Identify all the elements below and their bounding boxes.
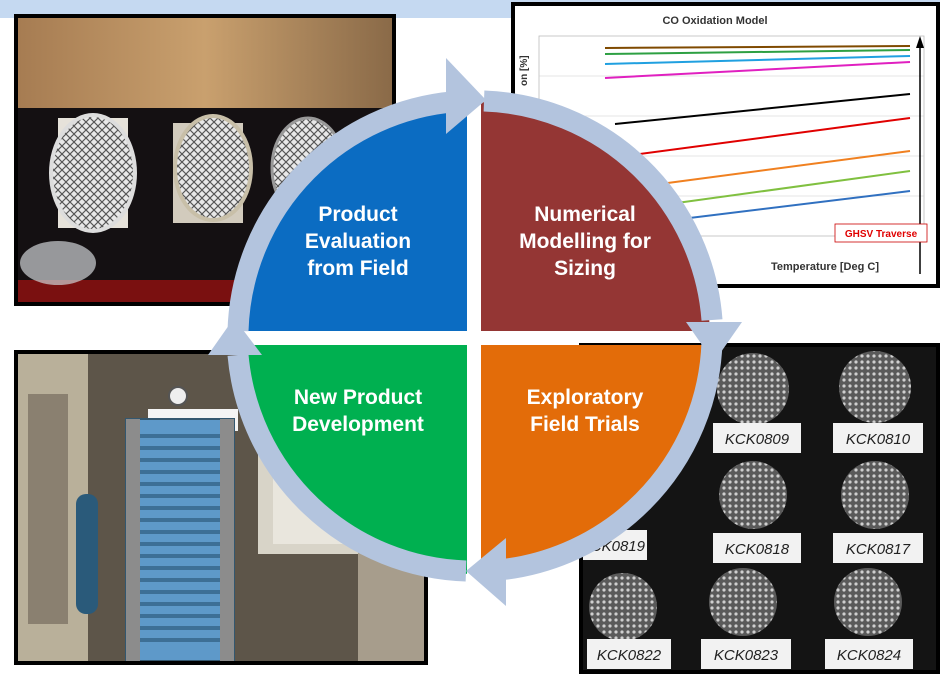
cycle-arrowheads (208, 58, 742, 606)
sample-disc (841, 461, 909, 529)
sample-label-card: KCK0817 (833, 533, 923, 563)
sample-label-card: KCK0809 (713, 423, 801, 453)
sample-label: KCK0822 (597, 647, 662, 664)
cycle-ring (227, 90, 723, 582)
label-new-product-development: New Product Development (292, 386, 424, 436)
ring-arc-top-left (227, 90, 467, 332)
sample-label: KCK0810 (846, 431, 911, 448)
sample-label-card: KCK0818 (713, 533, 801, 563)
label-product-evaluation: Product Evaluation from Field (304, 203, 412, 280)
label-exploratory-field-trials: Exploratory Field Trials (526, 386, 644, 436)
honeycomb-core (173, 114, 253, 223)
sample-label: KCK0809 (725, 431, 790, 448)
sample-label-card: KCK0824 (825, 639, 913, 669)
sample-label-card: KCK0810 (833, 423, 923, 453)
sample-label-card: KCK0823 (701, 639, 791, 669)
sample-disc (839, 351, 911, 423)
arrowhead-up-icon (208, 318, 262, 355)
arrowhead-down-icon (686, 322, 742, 362)
sample-label: KCK0824 (837, 647, 901, 664)
chart-xlabel: Temperature [Deg C] (771, 261, 879, 273)
arrowhead-right-icon (446, 58, 486, 134)
sample-label: KCK0817 (846, 541, 911, 558)
sample-label: KCK0823 (714, 647, 779, 664)
ring-arc-bottom-left (227, 354, 467, 582)
sample-disc (589, 573, 657, 641)
sample-disc (717, 353, 789, 425)
chart-annotation: GHSV Traverse (845, 229, 918, 240)
ring-arc-top-right (483, 90, 723, 321)
label-numerical-modelling: Numerical Modelling for Sizing (519, 203, 651, 280)
sample-label: KCK0818 (725, 541, 790, 558)
chart-ylabel: on [%] (519, 55, 530, 86)
ring-arc-bottom-right (483, 341, 723, 582)
sample-label-card: KCK0822 (587, 639, 671, 669)
sample-disc (834, 568, 902, 636)
chart-title: CO Oxidation Model (662, 15, 767, 27)
sample-disc (719, 461, 787, 529)
honeycomb-core (49, 113, 137, 233)
sample-disc (709, 568, 777, 636)
arrowhead-left-icon (466, 538, 506, 606)
